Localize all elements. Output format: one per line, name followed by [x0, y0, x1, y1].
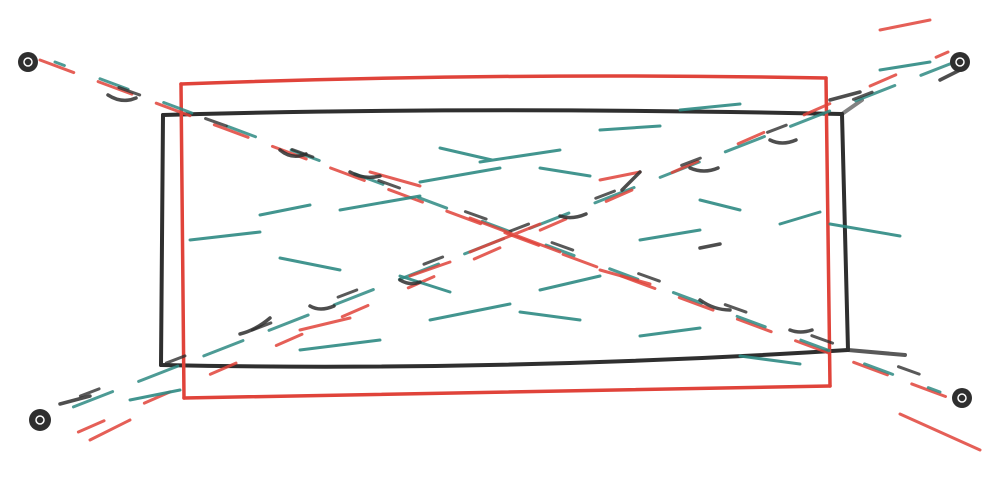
black-strokes — [58, 68, 962, 406]
red-rectangle — [179, 74, 832, 400]
red-strokes — [88, 18, 982, 452]
anchor-bottom-left — [29, 409, 51, 431]
anchor-bottom-right — [952, 388, 972, 408]
black-rectangle — [159, 98, 907, 369]
teal-strokes — [128, 60, 932, 402]
anchor-top-left — [18, 52, 38, 72]
anchor-top-right — [950, 52, 970, 72]
